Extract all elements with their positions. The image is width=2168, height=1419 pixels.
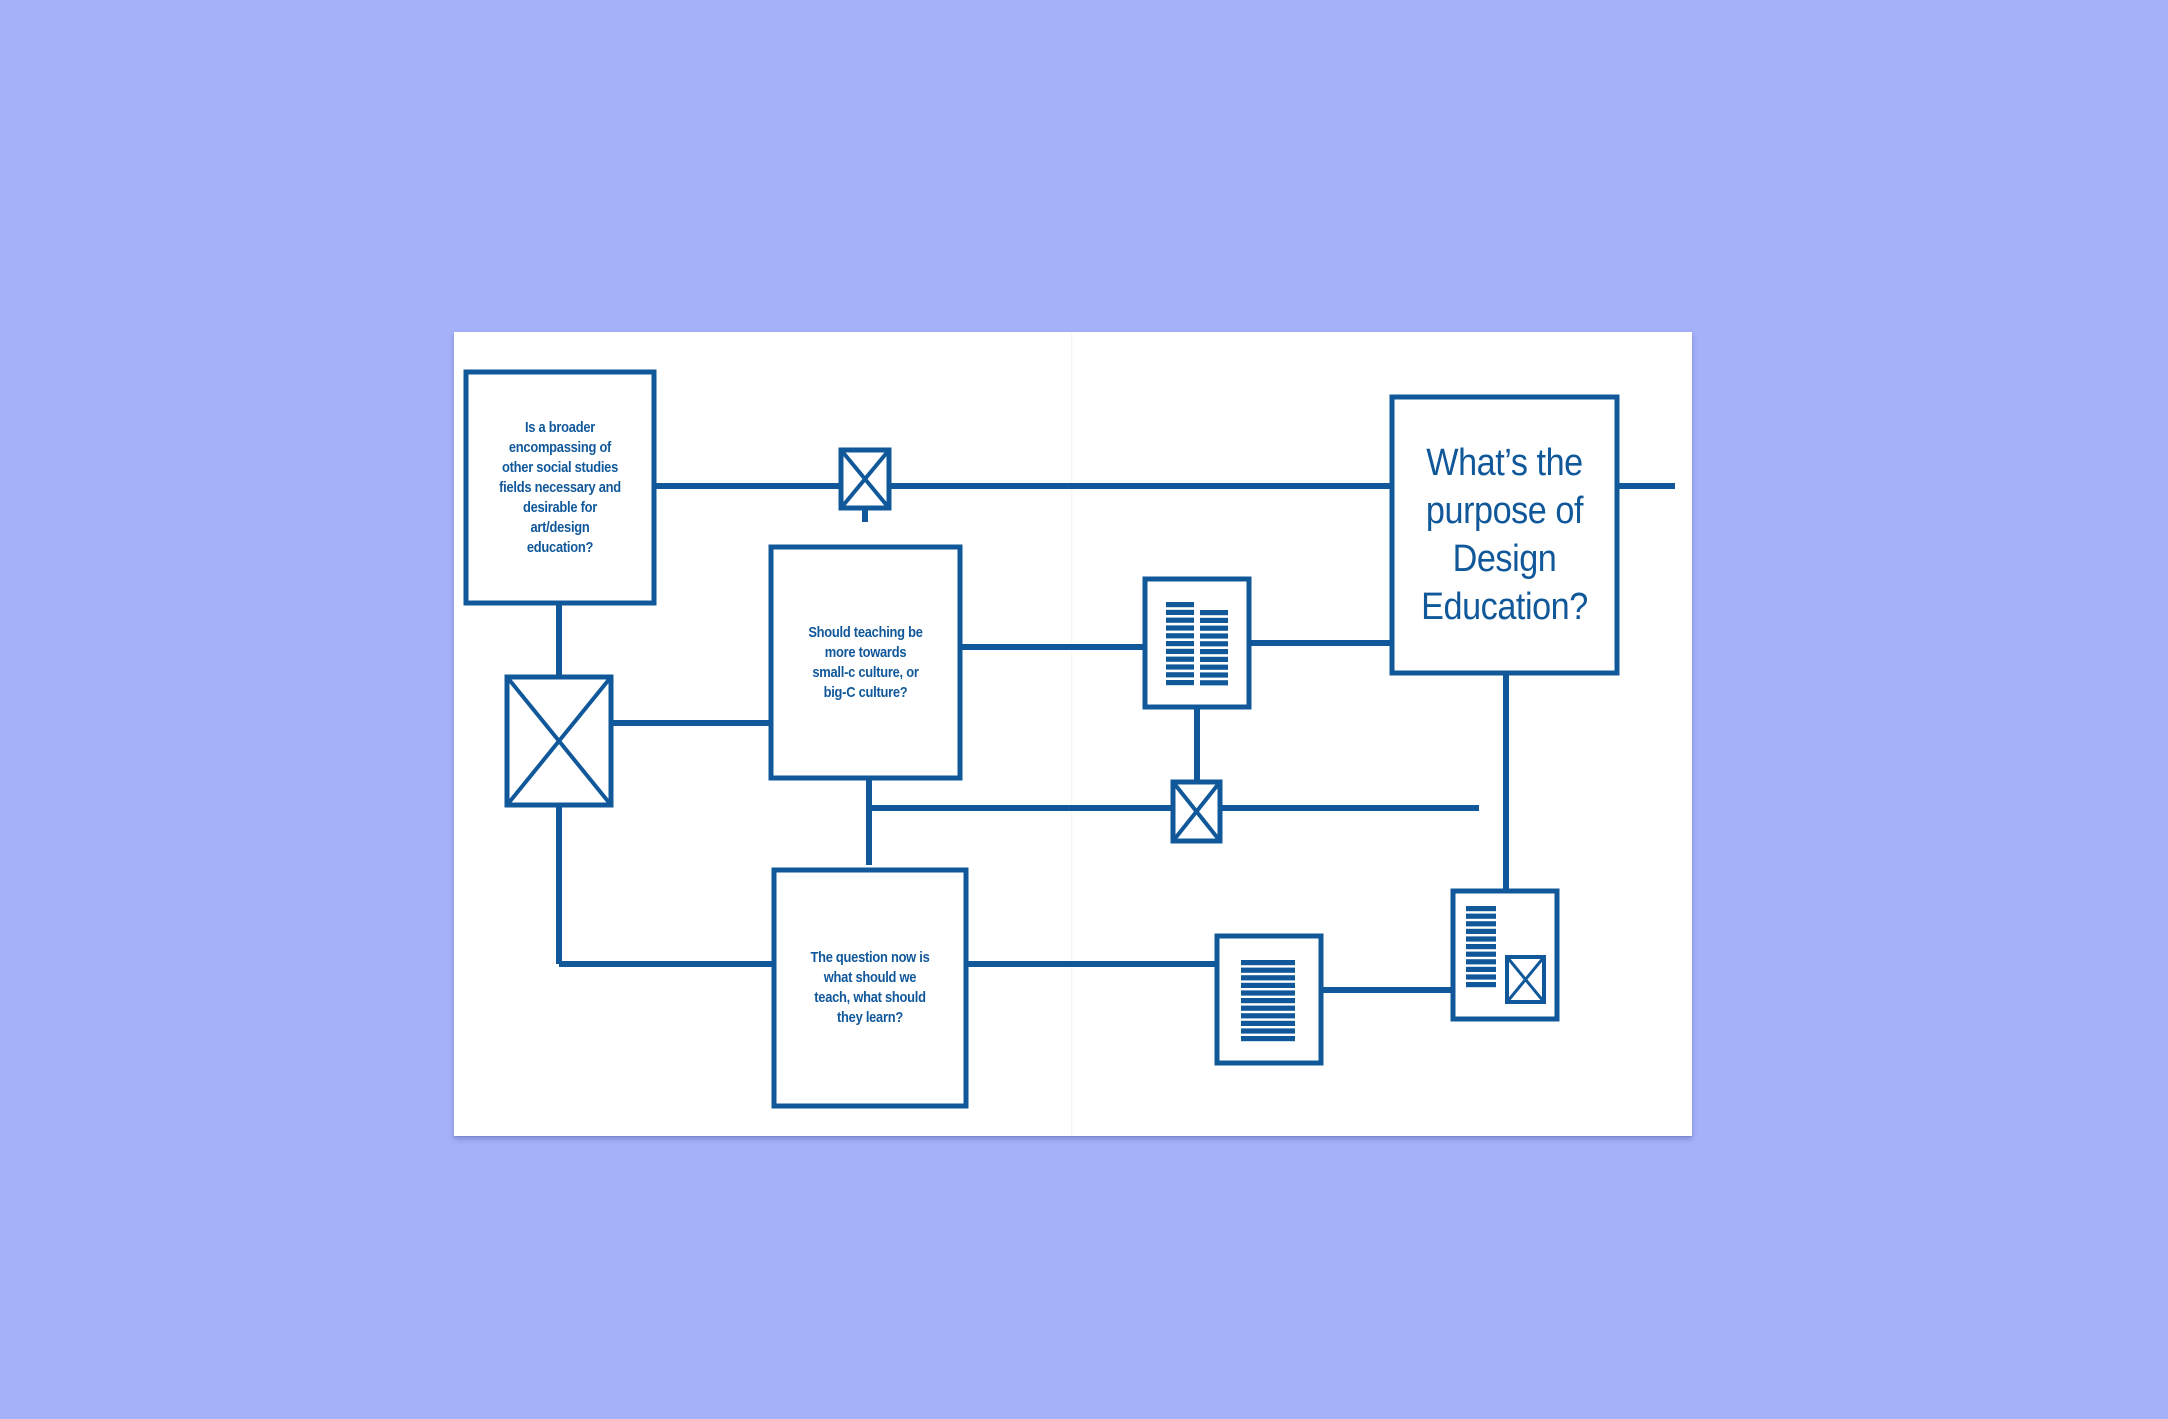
question-box-culture [768,544,963,781]
single-column-text-icon [1214,933,1324,1066]
question-what-to-teach-text: The question now is what should we teach… [810,949,930,1026]
text-line-mark [1466,936,1496,942]
question-culture-text: Should teaching be more towards small-c … [808,623,923,701]
page-gutter [1071,332,1073,1136]
text-line-mark [1241,1020,1295,1026]
text-line-mark [1200,664,1228,670]
text-line-mark [1200,672,1228,678]
text-line-mark [1466,982,1496,988]
title-box-purpose [1389,394,1620,676]
question-box-what-to-teach [771,867,969,1109]
text-line-mark [1241,960,1295,966]
page-title: What’s the purpose of Design Education? [1421,442,1588,628]
text-line-mark [1466,944,1496,950]
image-placeholder-icon [1505,955,1546,1004]
text-line-mark [1166,664,1194,670]
text-line-mark [1241,975,1295,981]
text-line-mark [1200,656,1228,662]
text-line-mark [1166,672,1194,678]
text-line-mark [1466,913,1496,919]
text-line-mark [1241,982,1295,988]
text-line-mark [1166,648,1194,654]
text-line-mark [1166,680,1194,686]
text-line-mark [1200,617,1228,623]
text-line-mark [1200,680,1228,686]
text-line-mark [1466,959,1496,965]
text-line-mark [1241,1013,1295,1019]
image-placeholder-icon [838,447,892,511]
text-line-mark [1200,641,1228,647]
text-line-mark [1466,966,1496,972]
text-line-mark [1241,967,1295,973]
text-line-mark [1166,625,1194,631]
text-line-mark [1466,921,1496,927]
image-placeholder-icon [1170,779,1223,844]
booklet-spread: "1025" y1="476" x2="1025" y2="658"> [454,332,1692,1136]
text-line-mark [1200,649,1228,655]
text-and-image-icon [1450,888,1560,1022]
image-placeholder-icon [504,674,614,808]
text-line-mark [1241,1028,1295,1034]
text-line-mark [1200,610,1228,616]
text-line-mark [1166,656,1194,662]
flow-diagram: "1025" y1="476" x2="1025" y2="658"> [463,369,1675,1109]
text-line-mark [1466,974,1496,980]
text-line-mark [1166,609,1194,615]
text-line-mark [1241,1036,1295,1042]
text-line-mark [1466,906,1496,912]
text-line-mark [1241,998,1295,1004]
text-line-mark [1166,641,1194,647]
text-line-mark [1241,1005,1295,1011]
text-line-mark [1466,928,1496,934]
question-box-social-studies [463,369,657,606]
text-line-mark [1166,633,1194,639]
text-line-mark [1200,625,1228,631]
text-line-mark [1200,633,1228,639]
question-social-studies-text: Is a broader encompassing of other socia… [499,418,621,556]
text-line-mark [1241,990,1295,996]
text-line-mark [1166,602,1194,608]
text-line-mark [1166,617,1194,623]
two-column-text-icon [1142,576,1252,710]
text-line-mark [1466,951,1496,957]
